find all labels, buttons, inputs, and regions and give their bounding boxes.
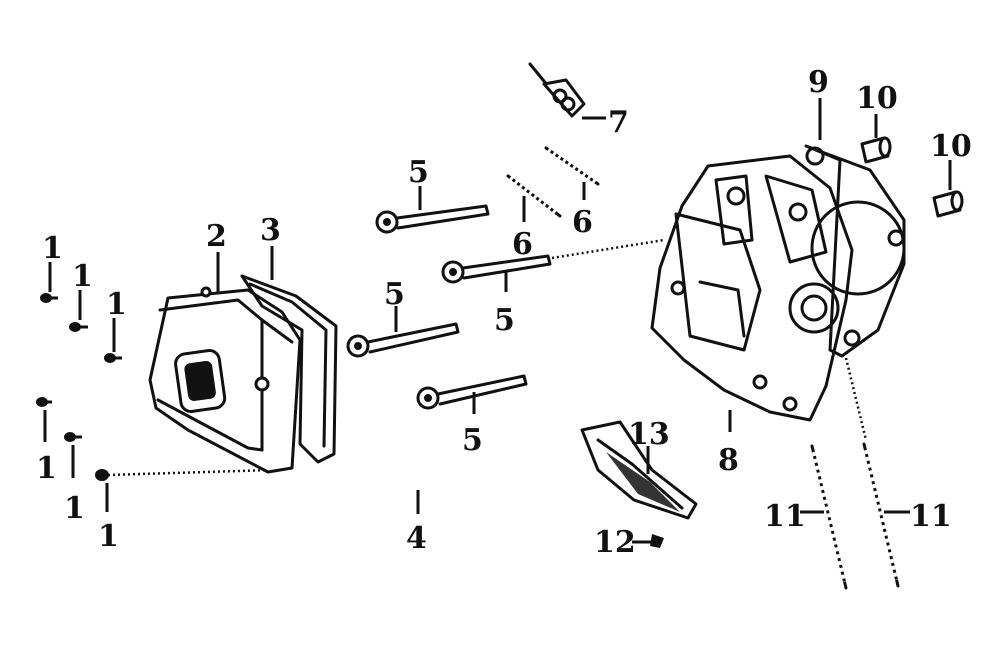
callout-1f: 1 [98,519,119,554]
callout-6a: 6 [512,227,533,262]
callout-7: 7 [608,105,629,140]
callout-9: 9 [808,65,829,100]
callout-labels: 1 1 1 1 1 1 2 3 4 5 5 5 5 6 6 7 8 9 10 1… [36,65,972,560]
callout-6b: 6 [572,205,593,240]
callout-5a: 5 [408,155,429,190]
callout-1a: 1 [42,231,63,266]
valve-cover [148,252,302,474]
callout-5c: 5 [384,277,405,312]
part-10-dowels [860,114,964,218]
callout-1c: 1 [106,287,127,322]
callout-11b: 11 [910,499,952,534]
part-1-bolts [36,262,122,512]
callout-1b: 1 [72,259,93,294]
callout-8: 8 [718,443,739,478]
part-5-bolts [346,186,552,414]
callout-2: 2 [206,219,227,254]
callout-10b: 10 [930,129,972,164]
head-gasket [804,98,906,358]
part-11-studs [800,442,910,590]
callout-4: 4 [406,521,427,556]
dotted-line-3 [844,357,868,441]
callout-1d: 1 [36,451,57,486]
valve-cover-gasket [240,246,338,464]
callout-5d: 5 [462,423,483,458]
part-12-pin [632,534,664,548]
callout-11a: 11 [764,499,806,534]
callout-13: 13 [628,417,670,452]
dotted-line-2 [551,238,665,260]
dotted-line-1 [107,468,273,477]
callout-10a: 10 [856,81,898,116]
breather-tube [356,442,484,514]
push-rod-guide [580,420,698,520]
callout-5b: 5 [494,303,515,338]
callout-1e: 1 [64,491,85,526]
callout-3: 3 [260,213,281,248]
cylinder-head [650,154,854,432]
callout-12: 12 [594,525,636,560]
spark-plug [528,62,606,120]
part-6-studs [506,146,600,222]
